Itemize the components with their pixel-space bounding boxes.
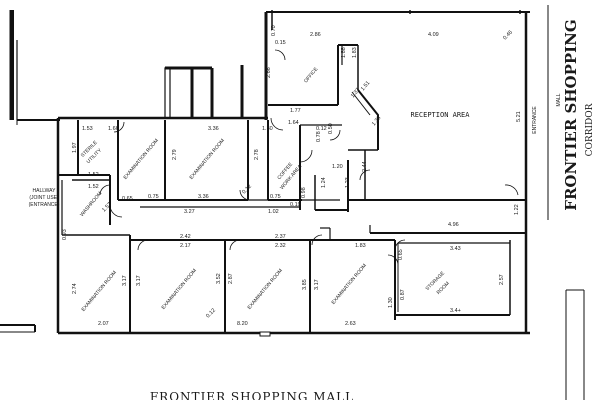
dimension-text: 2.32 [275, 243, 286, 249]
corridor-label: CORRIDOR [585, 103, 595, 156]
dimension-text: 2.44 [362, 161, 368, 172]
dimension-text: 4.96 [448, 222, 459, 228]
dimension-text: 2.42 [180, 234, 191, 240]
dimension-text: 3.17 [136, 275, 142, 286]
dimension-text: 5.21 [516, 111, 522, 122]
dimension-text: 1.53 [82, 126, 93, 132]
titles: FRONTIER SHOPPING MALL CORRIDOR ENTRANCE… [150, 19, 595, 400]
joint-use-label: (JOINT USE) [29, 195, 59, 201]
dimension-text: 1.23 [345, 177, 351, 188]
partitions [58, 44, 526, 337]
dimension-text: 0.65 [398, 249, 404, 260]
dimension-text: 1.51 [360, 80, 371, 92]
dimension-text: 1.88 [341, 47, 347, 58]
dimension-text: 2.79 [172, 149, 178, 160]
dimension-text: 0.50 [328, 123, 334, 134]
bottom-title: FRONTIER SHOPPING MALL [150, 390, 354, 400]
mall-label: MALL [556, 93, 562, 106]
dimension-text: 3.85 [302, 279, 308, 290]
frontier-vertical-label: FRONTIER SHOPPING [562, 19, 580, 210]
dimension-text: 1.77 [290, 108, 301, 114]
dimension-text: 2.37 [275, 234, 286, 240]
reception-area-label: RECEPTION AREA [410, 111, 470, 119]
dimension-text: 1.30 [262, 126, 273, 132]
dimension-text: 0.12 [205, 308, 217, 320]
exam-room-6-label: EXAMINATION ROOM [331, 263, 368, 306]
dimension-text: 3.4+ [450, 308, 461, 314]
exam-room-5-label: EXAMINATION ROOM [247, 268, 284, 311]
dimension-text: 1.57 [101, 202, 113, 214]
dimension-text: 1.20 [332, 164, 343, 170]
dimension-text: 2.66 [266, 67, 272, 78]
dimension-text: 8.20 [237, 321, 248, 327]
dimension-text: 1.97 [72, 142, 78, 153]
dimension-text: 1.52 [88, 172, 99, 178]
dimension-text: 0.75 [270, 194, 281, 200]
dimension-text: 4.09 [428, 32, 439, 38]
dimension-text: 0.46 [502, 30, 514, 42]
washroom-label: WASHROOM [79, 191, 103, 218]
dimension-text: 2.17 [180, 243, 191, 249]
dimension-text: 3.43 [450, 246, 461, 252]
dimension-text: 3.17 [314, 279, 320, 290]
dimension-text: 2.57 [499, 274, 505, 285]
dimension-text: 2.07 [98, 321, 109, 327]
hallway-label: HALLWAY [33, 188, 57, 194]
dimension-text: 1.02 [268, 209, 279, 215]
dimension-text: 1.52 [88, 184, 99, 190]
dimension-text: 0.12 [316, 126, 327, 132]
dimension-text: 2.87 [228, 273, 234, 284]
dimension-text: 3.17 [122, 275, 128, 286]
exam-room-3-label: EXAMINATION ROOM [81, 270, 118, 313]
dimension-text: 1.22 [514, 204, 520, 215]
dimension-text: 2.63 [345, 321, 356, 327]
dimension-text: 0.98 [301, 187, 307, 198]
dimension-text: 0.75 [148, 194, 159, 200]
entrance-right-label: ENTRANCE [532, 106, 538, 134]
dimensions: 2.86 4.09 0.46 0.15 0.70 2.66 1.88 1.83 … [62, 25, 522, 327]
dimension-text: 0.65 [122, 196, 133, 202]
dimension-text: 0.15 [275, 40, 286, 46]
dimension-text: 1.37 [350, 87, 361, 99]
dimension-text: 1.83 [352, 47, 358, 58]
dimension-text: 2.78 [254, 149, 260, 160]
dimension-text: 1.36 [371, 115, 382, 127]
dimension-text: 1.66 [108, 126, 119, 132]
dimension-text: 1.64 [288, 120, 299, 126]
exam-room-4-label: EXAMINATION ROOM [161, 268, 198, 311]
storage-room-label: ROOM [436, 281, 451, 296]
dimension-text: 3.36 [208, 126, 219, 132]
dimension-text: 1.83 [355, 243, 366, 249]
dimension-text: 0.93 [62, 229, 68, 240]
office-label: OFFICE [303, 66, 320, 84]
wall-segment [10, 10, 14, 120]
door-swings [99, 49, 519, 266]
dimension-text: 3.52 [216, 273, 222, 284]
dimension-text: 0.19 [290, 202, 301, 208]
dimension-text: 3.27 [184, 209, 195, 215]
entrance-left-label: (ENTRANCE) [29, 202, 60, 208]
dimension-text: 1.30 [388, 297, 394, 308]
dimension-text: 1.24 [321, 177, 327, 188]
exam-room-2-label: EXAMINATION ROOM [189, 138, 226, 181]
dimension-text: 3.36 [198, 194, 209, 200]
walls [0, 10, 530, 335]
right-edge-lines [547, 5, 585, 400]
dimension-text: 0.78 [316, 131, 322, 142]
dimension-text: 2.86 [310, 32, 321, 38]
exam-room-1-label: EXAMINATION ROOM [123, 138, 160, 181]
dimension-text: 0.87 [400, 289, 406, 300]
dimension-text: 2.74 [72, 283, 78, 294]
dimension-text: 0.12 [241, 184, 253, 196]
dimension-text: 0.70 [271, 25, 277, 36]
